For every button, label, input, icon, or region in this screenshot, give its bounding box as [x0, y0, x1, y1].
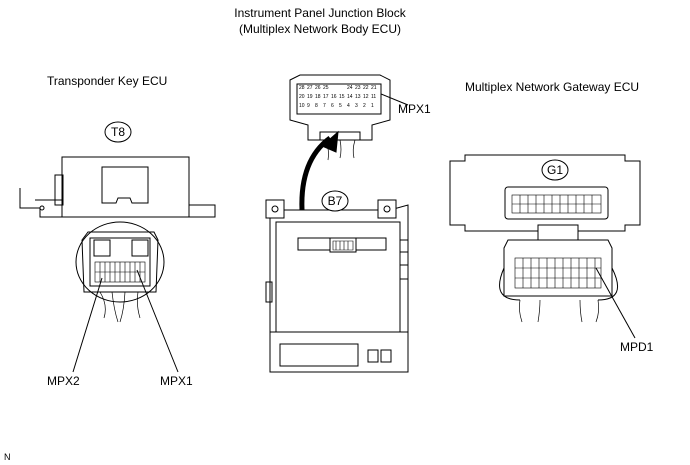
pin: 8 — [315, 103, 318, 109]
pin: 18 — [315, 94, 321, 100]
pin: 4 — [347, 103, 350, 109]
callout-mpd1: MPD1 — [620, 340, 654, 354]
pin: 26 — [315, 85, 321, 91]
connector-label-b7: B7 — [327, 194, 343, 208]
title-line2: (Multiplex Network Body ECU) — [238, 22, 402, 36]
pin: 13 — [355, 94, 361, 100]
connector-label-g1: G1 — [546, 163, 563, 177]
transponder-key-ecu-title: Transponder Key ECU — [47, 74, 168, 88]
title-line1: Instrument Panel Junction Block — [234, 6, 406, 20]
pin: 3 — [355, 103, 358, 109]
pin: 20 — [299, 94, 305, 100]
pin: 9 — [307, 103, 310, 109]
pin: 10 — [299, 103, 305, 109]
gateway-ecu-title: Multiplex Network Gateway ECU — [465, 80, 640, 94]
pin: 7 — [323, 103, 326, 109]
pin: 28 — [299, 85, 305, 91]
pin: 27 — [307, 85, 313, 91]
pin: 25 — [323, 85, 329, 91]
pin: 24 — [347, 85, 353, 91]
pin: 15 — [339, 94, 345, 100]
callout-mpx2: MPX2 — [47, 374, 80, 388]
pin: 2 — [363, 103, 366, 109]
transponder-key-ecu — [19, 121, 216, 373]
gateway-ecu — [449, 154, 641, 339]
pin: 19 — [307, 94, 313, 100]
callout-mpx1-transponder: MPX1 — [160, 374, 193, 388]
pin: 17 — [323, 94, 329, 100]
pin: 22 — [363, 85, 369, 91]
corner-mark: N — [4, 452, 11, 462]
pin-row-2: 20 19 18 17 16 15 14 13 12 11 — [299, 94, 379, 103]
pin: 16 — [331, 94, 337, 100]
pin: 1 — [371, 103, 374, 109]
connector-label-t8: T8 — [110, 125, 125, 139]
b7-pin-grid: 28 27 26 25 24 23 22 21 20 19 18 17 16 1… — [299, 85, 379, 112]
pin: 21 — [371, 85, 377, 91]
pin — [331, 85, 347, 94]
junction-block — [265, 74, 409, 373]
pin-row-3: 10 9 8 7 6 5 4 3 2 1 — [299, 103, 379, 112]
pin: 11 — [371, 94, 377, 100]
callout-mpx1-junction: MPX1 — [398, 102, 431, 116]
pin: 23 — [355, 85, 361, 91]
pin: 14 — [347, 94, 353, 100]
pin: 6 — [331, 103, 334, 109]
pin: 12 — [363, 94, 369, 100]
pin-row-1: 28 27 26 25 24 23 22 21 — [299, 85, 379, 94]
pin: 5 — [339, 103, 342, 109]
